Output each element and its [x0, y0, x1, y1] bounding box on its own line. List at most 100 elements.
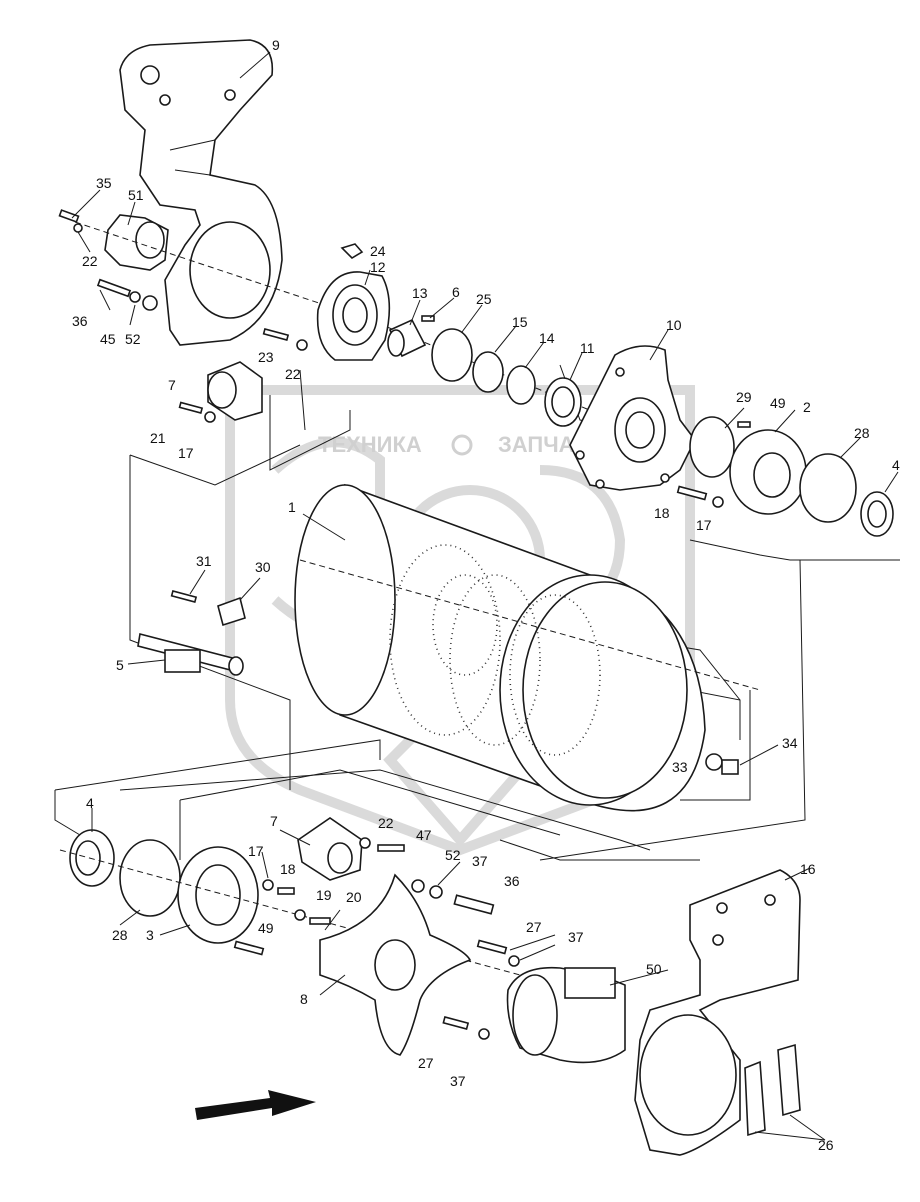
callout-c19: 19 [316, 887, 332, 903]
callout-c30: 30 [255, 559, 271, 575]
bearing-11 [544, 377, 582, 427]
leader-lines [71, 51, 899, 1141]
callout-c34: 34 [782, 735, 798, 751]
callout-c29: 29 [736, 389, 752, 405]
callout-c1: 1 [288, 499, 296, 515]
callout-c36b: 36 [504, 873, 520, 889]
ring-28-upper [799, 453, 857, 523]
seal-4-lower [69, 829, 115, 887]
callout-c17b: 17 [696, 517, 712, 533]
callout-c45: 45 [100, 331, 116, 347]
bushing-13 [387, 318, 427, 358]
callout-c4a: 4 [892, 457, 900, 473]
callout-c37c: 37 [450, 1073, 466, 1089]
nut-52-lower [411, 879, 425, 893]
flange-2 [729, 421, 807, 515]
callout-c6: 6 [452, 284, 460, 300]
callout-c49b: 49 [258, 920, 274, 936]
pin-6 [421, 315, 435, 322]
callout-c7a: 7 [168, 377, 176, 393]
callout-c5: 5 [116, 657, 124, 673]
callout-c7b: 7 [270, 813, 278, 829]
callout-c17a: 17 [178, 445, 194, 461]
bolt-21 [178, 401, 204, 414]
callout-c18b: 18 [280, 861, 296, 877]
callout-c31: 31 [196, 553, 212, 569]
callout-c52a: 52 [125, 331, 141, 347]
washer-22-mid [296, 339, 308, 351]
washer-17-left [204, 411, 216, 423]
bolt-20 [309, 917, 331, 925]
bracket-lower [634, 869, 801, 1156]
callout-c23: 23 [258, 349, 274, 365]
watermark-left-word: ТЕХНИКА [318, 432, 422, 457]
callout-c12: 12 [370, 259, 386, 275]
drum-1 [294, 483, 761, 812]
callout-c28b: 28 [112, 927, 128, 943]
ring-29 [689, 416, 735, 478]
callout-c3: 3 [146, 927, 154, 943]
washer-17-lower [262, 879, 274, 891]
callout-c33: 33 [672, 759, 688, 775]
ring-14 [506, 365, 536, 405]
housing-10 [569, 345, 696, 491]
callout-c26: 26 [818, 1137, 834, 1153]
washer-17-upper [712, 496, 724, 508]
seal-4-upper [860, 491, 894, 537]
callout-c8: 8 [300, 991, 308, 1007]
callout-c24: 24 [370, 243, 386, 259]
callout-c22c: 22 [378, 815, 394, 831]
bolt-49-lower [233, 940, 265, 956]
bolt-18-lower [277, 887, 295, 895]
callout-c22a: 22 [82, 253, 98, 269]
shaft-5 [137, 633, 244, 676]
direction-arrow-icon [195, 1090, 316, 1120]
callout-c37a: 37 [472, 853, 488, 869]
bracket-upper [119, 39, 283, 346]
callout-c47: 47 [416, 827, 432, 843]
callout-c37b: 37 [568, 929, 584, 945]
callout-c49a: 49 [770, 395, 786, 411]
ring-15 [472, 351, 504, 393]
callout-c14: 14 [539, 330, 555, 346]
washer-19 [294, 909, 306, 921]
callout-c36a: 36 [72, 313, 88, 329]
washer-22-lower [359, 837, 371, 849]
fasteners-upper-left [96, 278, 158, 311]
callout-c2: 2 [803, 399, 811, 415]
bolt-18-upper [676, 485, 708, 501]
flange-12 [316, 243, 391, 361]
callout-c9: 9 [272, 37, 280, 53]
washer-37-upper [429, 885, 443, 899]
callout-c21: 21 [150, 430, 166, 446]
washer-37-lower [478, 1028, 490, 1040]
plug-34 [721, 759, 739, 775]
callout-c22b: 22 [285, 366, 301, 382]
bearing-housing-upper [58, 209, 169, 271]
callout-c27a: 27 [526, 919, 542, 935]
ring-28-lower [119, 839, 181, 917]
plate-8 [319, 873, 472, 1056]
bolt-27-lower [442, 1015, 470, 1030]
callout-c15: 15 [512, 314, 528, 330]
flange-3 [177, 846, 259, 944]
callout-c20: 20 [346, 889, 362, 905]
motor-50 [506, 966, 626, 1064]
callout-c4b: 4 [86, 795, 94, 811]
callout-c17c: 17 [248, 843, 264, 859]
callout-c13: 13 [412, 285, 428, 301]
cap-7-upper [207, 361, 263, 421]
callout-c11: 11 [580, 340, 595, 356]
ring-33 [705, 753, 723, 771]
washer-37-mid [508, 955, 520, 967]
callout-c10: 10 [666, 317, 682, 333]
bolt-23 [262, 327, 290, 341]
ring-25 [431, 328, 473, 382]
callout-c18a: 18 [654, 505, 670, 521]
callout-c50: 50 [646, 961, 662, 977]
bolt-36-lower [453, 894, 495, 915]
callout-c25: 25 [476, 291, 492, 307]
